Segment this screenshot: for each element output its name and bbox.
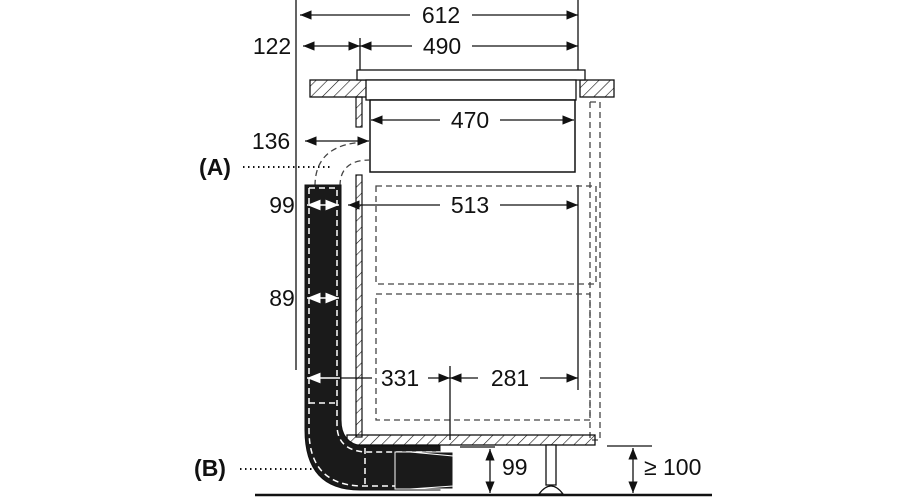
back-panel — [590, 101, 601, 441]
cabinet-bottom — [346, 434, 596, 446]
dimension-duct-width: 99 — [269, 192, 339, 218]
worktop-left — [309, 79, 371, 98]
dimension-136: 136 — [252, 128, 369, 154]
dimension-513: 513 — [348, 192, 578, 218]
drawer-lower — [375, 293, 591, 421]
hob-body — [369, 99, 576, 173]
cabinet-foot — [537, 444, 565, 495]
dimension-label: 99 — [269, 192, 295, 218]
dimension-label: 490 — [423, 33, 461, 59]
dimension-331: 331 — [307, 365, 450, 391]
dimension-label: 513 — [451, 192, 489, 218]
dimension-490: 490 — [360, 33, 578, 59]
dimension-612: 612 — [300, 2, 578, 28]
dimension-89: 89 — [269, 285, 339, 311]
dimension-122: 122 — [253, 33, 360, 59]
dimension-label: 331 — [381, 365, 419, 391]
dimension-label: 122 — [253, 33, 291, 59]
label-a: (A) — [199, 154, 231, 180]
label-b: (B) — [194, 455, 226, 481]
dimension-label: 612 — [422, 2, 460, 28]
hob-glass — [356, 69, 586, 81]
dimension-label: 89 — [269, 285, 295, 311]
dimension-label: ≥ 100 — [644, 454, 701, 480]
hob-frame — [365, 79, 577, 101]
cabinet-side-upper — [355, 96, 363, 128]
duct-b — [304, 184, 454, 491]
dimension-plinth-duct: 99 — [485, 449, 528, 493]
dimension-label: 136 — [252, 128, 290, 154]
dimension-label: 470 — [451, 107, 489, 133]
drawer-upper — [375, 185, 597, 285]
worktop-right — [579, 79, 615, 98]
dimension-281: 281 — [450, 365, 578, 391]
dimension-plinth-height: ≥ 100 — [628, 448, 701, 493]
dimension-label: 281 — [491, 365, 529, 391]
dimension-470: 470 — [371, 107, 574, 133]
cabinet-side — [355, 174, 363, 438]
duct-option-a-inner — [339, 159, 371, 187]
dimension-label: 99 — [502, 454, 528, 480]
